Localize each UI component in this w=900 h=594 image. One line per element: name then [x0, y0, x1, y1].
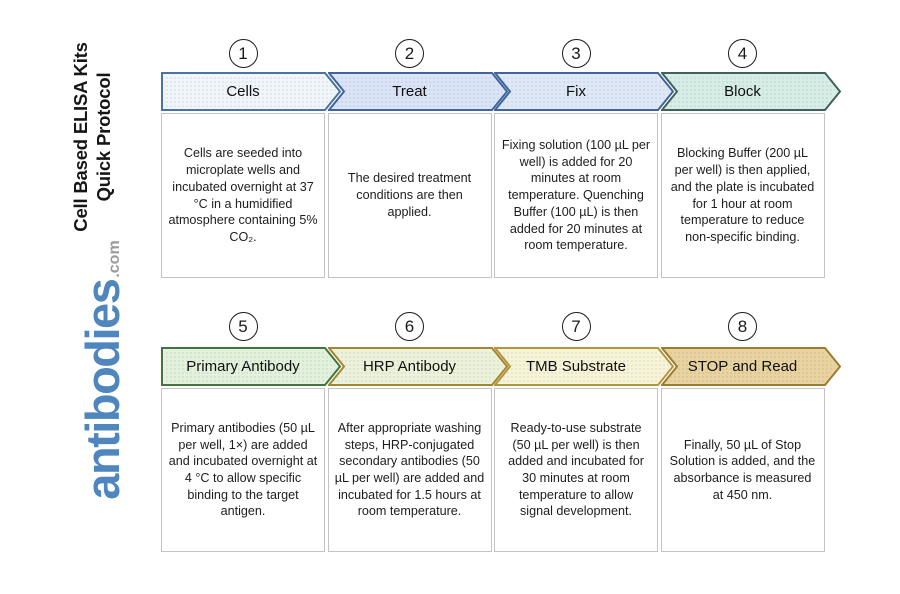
- step-arrow: Treat: [327, 72, 509, 111]
- step-arrow: TMB Substrate: [494, 347, 675, 386]
- step-description-box: After appropriate washing steps, HRP-con…: [327, 388, 492, 552]
- step-number: 5: [238, 316, 248, 336]
- step-label: TMB Substrate: [525, 358, 627, 375]
- step-label: Cells: [226, 83, 260, 100]
- step-label: STOP and Read: [687, 358, 798, 375]
- step-number: 6: [404, 316, 415, 336]
- step-arrow: HRP Antibody: [327, 347, 509, 386]
- step-number: 2: [404, 43, 415, 63]
- step-description: Ready-to-use substrate (50 µL per well) …: [508, 420, 644, 519]
- chevron-arrow-icon: [494, 347, 675, 386]
- chevron-arrow-icon: [660, 347, 841, 386]
- brand-logo: antibodies .com: [75, 205, 131, 535]
- step-arrow: Primary Antibody: [161, 347, 342, 386]
- step-arrow: Cells: [161, 72, 342, 111]
- step-description-box: Blocking Buffer (200 µL per well) is the…: [660, 113, 825, 278]
- step-label: Block: [724, 83, 761, 100]
- chevron-arrow-icon: [327, 72, 508, 111]
- step-number-badge: 7: [561, 312, 591, 341]
- step-description: Finally, 50 µL of Stop Solution is added…: [669, 437, 816, 502]
- logo-domain-suffix: .com: [106, 240, 123, 278]
- step-description: Blocking Buffer (200 µL per well) is the…: [670, 146, 815, 244]
- chevron-arrow-icon: [494, 72, 675, 111]
- step-description-box: Finally, 50 µL of Stop Solution is added…: [660, 388, 825, 552]
- step-number-badge: 1: [228, 39, 258, 68]
- step-description-box: Primary antibodies (50 µL per well, 1×) …: [161, 388, 325, 552]
- step-number: 3: [571, 43, 581, 63]
- step-number: 4: [737, 43, 748, 63]
- step-description-box: Cells are seeded into microplate wells a…: [161, 113, 325, 278]
- step-label: Primary Antibody: [186, 358, 300, 375]
- step-arrow: STOP and Read: [660, 347, 842, 386]
- step-number-badge: 6: [395, 312, 424, 341]
- step-number-badge: 4: [728, 39, 757, 68]
- step-description-box: Ready-to-use substrate (50 µL per well) …: [494, 388, 658, 552]
- step-description: Cells are seeded into microplate wells a…: [168, 146, 318, 244]
- chevron-arrow-icon: [660, 72, 841, 111]
- step-description-box: Fixing solution (100 µL per well) is add…: [494, 113, 658, 278]
- step-label: HRP Antibody: [362, 358, 457, 375]
- logo-wordmark: antibodies: [76, 279, 129, 500]
- step-description: Primary antibodies (50 µL per well, 1×) …: [168, 420, 318, 519]
- step-description: The desired treatment conditions are the…: [347, 171, 472, 219]
- step-description: After appropriate washing steps, HRP-con…: [334, 420, 485, 519]
- step-number: 7: [571, 316, 581, 336]
- step-number-badge: 3: [561, 39, 591, 68]
- chevron-arrow-icon: [327, 347, 508, 386]
- step-description-box: The desired treatment conditions are the…: [327, 113, 492, 278]
- step-arrow: Fix: [494, 72, 675, 111]
- chevron-arrow-icon: [161, 347, 342, 386]
- step-number-badge: 2: [395, 39, 424, 68]
- step-number-badge: 8: [728, 312, 757, 341]
- step-number: 1: [238, 43, 248, 63]
- step-number: 8: [737, 316, 748, 336]
- step-label: Treat: [392, 83, 427, 100]
- step-label: Fix: [566, 83, 586, 100]
- step-arrow: Block: [660, 72, 842, 111]
- step-number-badge: 5: [228, 312, 258, 341]
- chevron-arrow-icon: [161, 72, 342, 111]
- step-description: Fixing solution (100 µL per well) is add…: [501, 137, 651, 253]
